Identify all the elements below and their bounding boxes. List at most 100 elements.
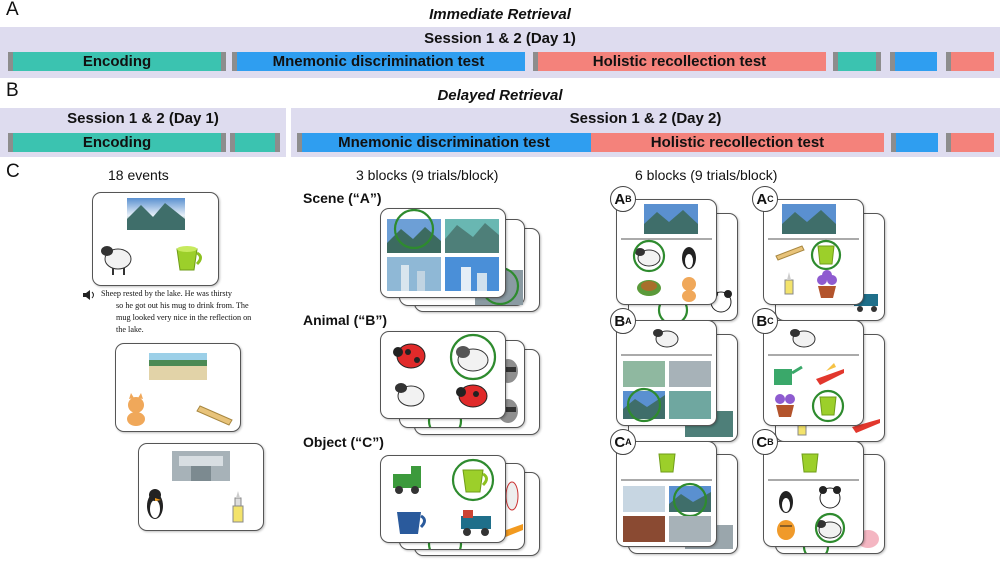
story-line-1: Sheep rested by the lake. He was thirsty xyxy=(101,289,232,298)
ruler-icon xyxy=(196,405,233,426)
panel-c-letter: C xyxy=(6,161,20,182)
block-label-object: Object (“C”) xyxy=(303,434,384,450)
a-mnemonic-cap-left xyxy=(232,52,237,71)
b-mnemonic-bar: Mnemonic discrimination test xyxy=(297,133,591,152)
cb-card-front xyxy=(763,441,864,547)
a-encoding-mini-cap-r xyxy=(876,52,881,71)
panel-a-letter: A xyxy=(6,0,19,20)
block-label-animal: Animal (“B”) xyxy=(303,312,387,328)
watering-can-icon xyxy=(774,365,803,385)
a-mnemonic-mini xyxy=(890,52,937,71)
badge-ba-main: B xyxy=(614,312,626,330)
ladybug-icon xyxy=(393,343,426,369)
panel-b-session-right: Session 1 & 2 (Day 2) xyxy=(569,110,722,127)
b-encoding-mini-cap-r xyxy=(275,133,280,152)
badge-bc-main: B xyxy=(756,312,768,330)
story-line-2-wrap: so he got out his mug to drink from. The… xyxy=(116,300,251,336)
a-mnemonic-label: Mnemonic discrimination test xyxy=(272,53,485,70)
event-card-2 xyxy=(115,343,241,432)
bc-card-front xyxy=(763,320,864,426)
object-target-circle xyxy=(451,458,495,502)
animal-card-front xyxy=(380,331,506,419)
ba-card-front xyxy=(616,320,717,426)
badge-ca-main: C xyxy=(614,433,626,451)
a-holistic-bar: Holistic recollection test xyxy=(533,52,826,71)
object-card-front-art xyxy=(393,458,495,536)
sheep-icon xyxy=(635,248,661,267)
tiger-icon xyxy=(777,520,795,540)
event-card-3-art xyxy=(147,451,244,523)
ba-scene-option-1 xyxy=(623,361,665,387)
object-card-front xyxy=(380,455,506,543)
panel-a-session-label: Session 1 & 2 (Day 1) xyxy=(424,30,576,47)
mug-icon xyxy=(658,453,676,473)
col2-header: 3 blocks (9 trials/block) xyxy=(356,167,499,183)
scene-card-front xyxy=(380,208,506,298)
ladybug-icon-2 xyxy=(456,384,488,408)
a-encoding-cap-left xyxy=(8,52,13,71)
event-card-3 xyxy=(138,443,264,531)
b-mnemonic-mini xyxy=(891,133,938,152)
b-encoding-bar: Encoding xyxy=(8,133,226,152)
a-encoding-cap-right xyxy=(221,52,226,71)
train-icon-2 xyxy=(461,510,491,536)
a-encoding-bar: Encoding xyxy=(8,52,226,71)
ac-card-front-art xyxy=(768,204,859,298)
scene-option-city xyxy=(387,257,441,291)
panel-b-session-left: Session 1 & 2 (Day 1) xyxy=(67,110,219,127)
ac-card-front xyxy=(763,199,864,305)
cb-card-front-art xyxy=(768,453,859,544)
cb-target-circle xyxy=(814,512,846,544)
badge-ab-main: A xyxy=(614,190,626,208)
badge-cb-sub: B xyxy=(767,437,774,447)
mug-icon xyxy=(462,469,488,493)
ac-target-circle xyxy=(810,239,842,271)
b-holistic-label: Holistic recollection test xyxy=(650,134,825,151)
bc-target-circle xyxy=(811,389,845,423)
turtle-icon xyxy=(637,280,661,296)
badge-bc-sub: C xyxy=(767,316,774,326)
bc-card-front-art xyxy=(768,329,859,423)
a-encoding-mini-cap-l xyxy=(833,52,838,71)
panda-icon xyxy=(819,486,841,509)
ca-scene-option-4 xyxy=(669,516,711,542)
airplane-icon xyxy=(852,419,880,433)
animal-target-circle xyxy=(449,333,497,381)
a-holistic-mini xyxy=(946,52,994,71)
ab-card-front-art xyxy=(621,204,712,302)
penguin-icon xyxy=(779,491,793,513)
rocket-icon xyxy=(505,481,519,511)
scene-target-circle xyxy=(393,209,435,250)
a-holistic-label: Holistic recollection test xyxy=(592,53,767,70)
sheep-icon-2 xyxy=(395,383,425,407)
story-line-4: the lake. xyxy=(116,325,144,334)
ba-target-circle xyxy=(626,387,662,423)
mug-icon xyxy=(801,453,819,473)
penguin-icon xyxy=(147,489,163,519)
b-holistic-bar: Holistic recollection test xyxy=(591,133,884,152)
scene-card-front-art xyxy=(387,209,499,291)
a-encoding-label: Encoding xyxy=(82,53,152,70)
badge-ab-sub: B xyxy=(625,194,632,204)
a-encoding-mini xyxy=(833,52,881,71)
col3-header: 6 blocks (9 trials/block) xyxy=(635,167,778,183)
sheep-icon xyxy=(101,246,132,275)
a-holistic-mini-cap-l xyxy=(946,52,951,71)
a-holistic-cap-left xyxy=(533,52,538,71)
cup-icon xyxy=(397,512,426,534)
panel-b-title: Delayed Retrieval xyxy=(437,87,563,104)
glue-icon xyxy=(232,491,244,523)
flower-pot-icon xyxy=(775,394,795,417)
glue-icon xyxy=(784,272,794,295)
b-encoding-cap-r xyxy=(221,133,226,152)
penguin-icon xyxy=(682,247,696,269)
badge-cb-main: C xyxy=(756,433,768,451)
sheep-icon xyxy=(790,329,816,348)
cat-icon xyxy=(682,277,696,302)
b-holistic-mini-cap-l xyxy=(946,133,951,152)
sheep-icon xyxy=(816,520,842,539)
ba-scene-option-4 xyxy=(669,391,711,419)
